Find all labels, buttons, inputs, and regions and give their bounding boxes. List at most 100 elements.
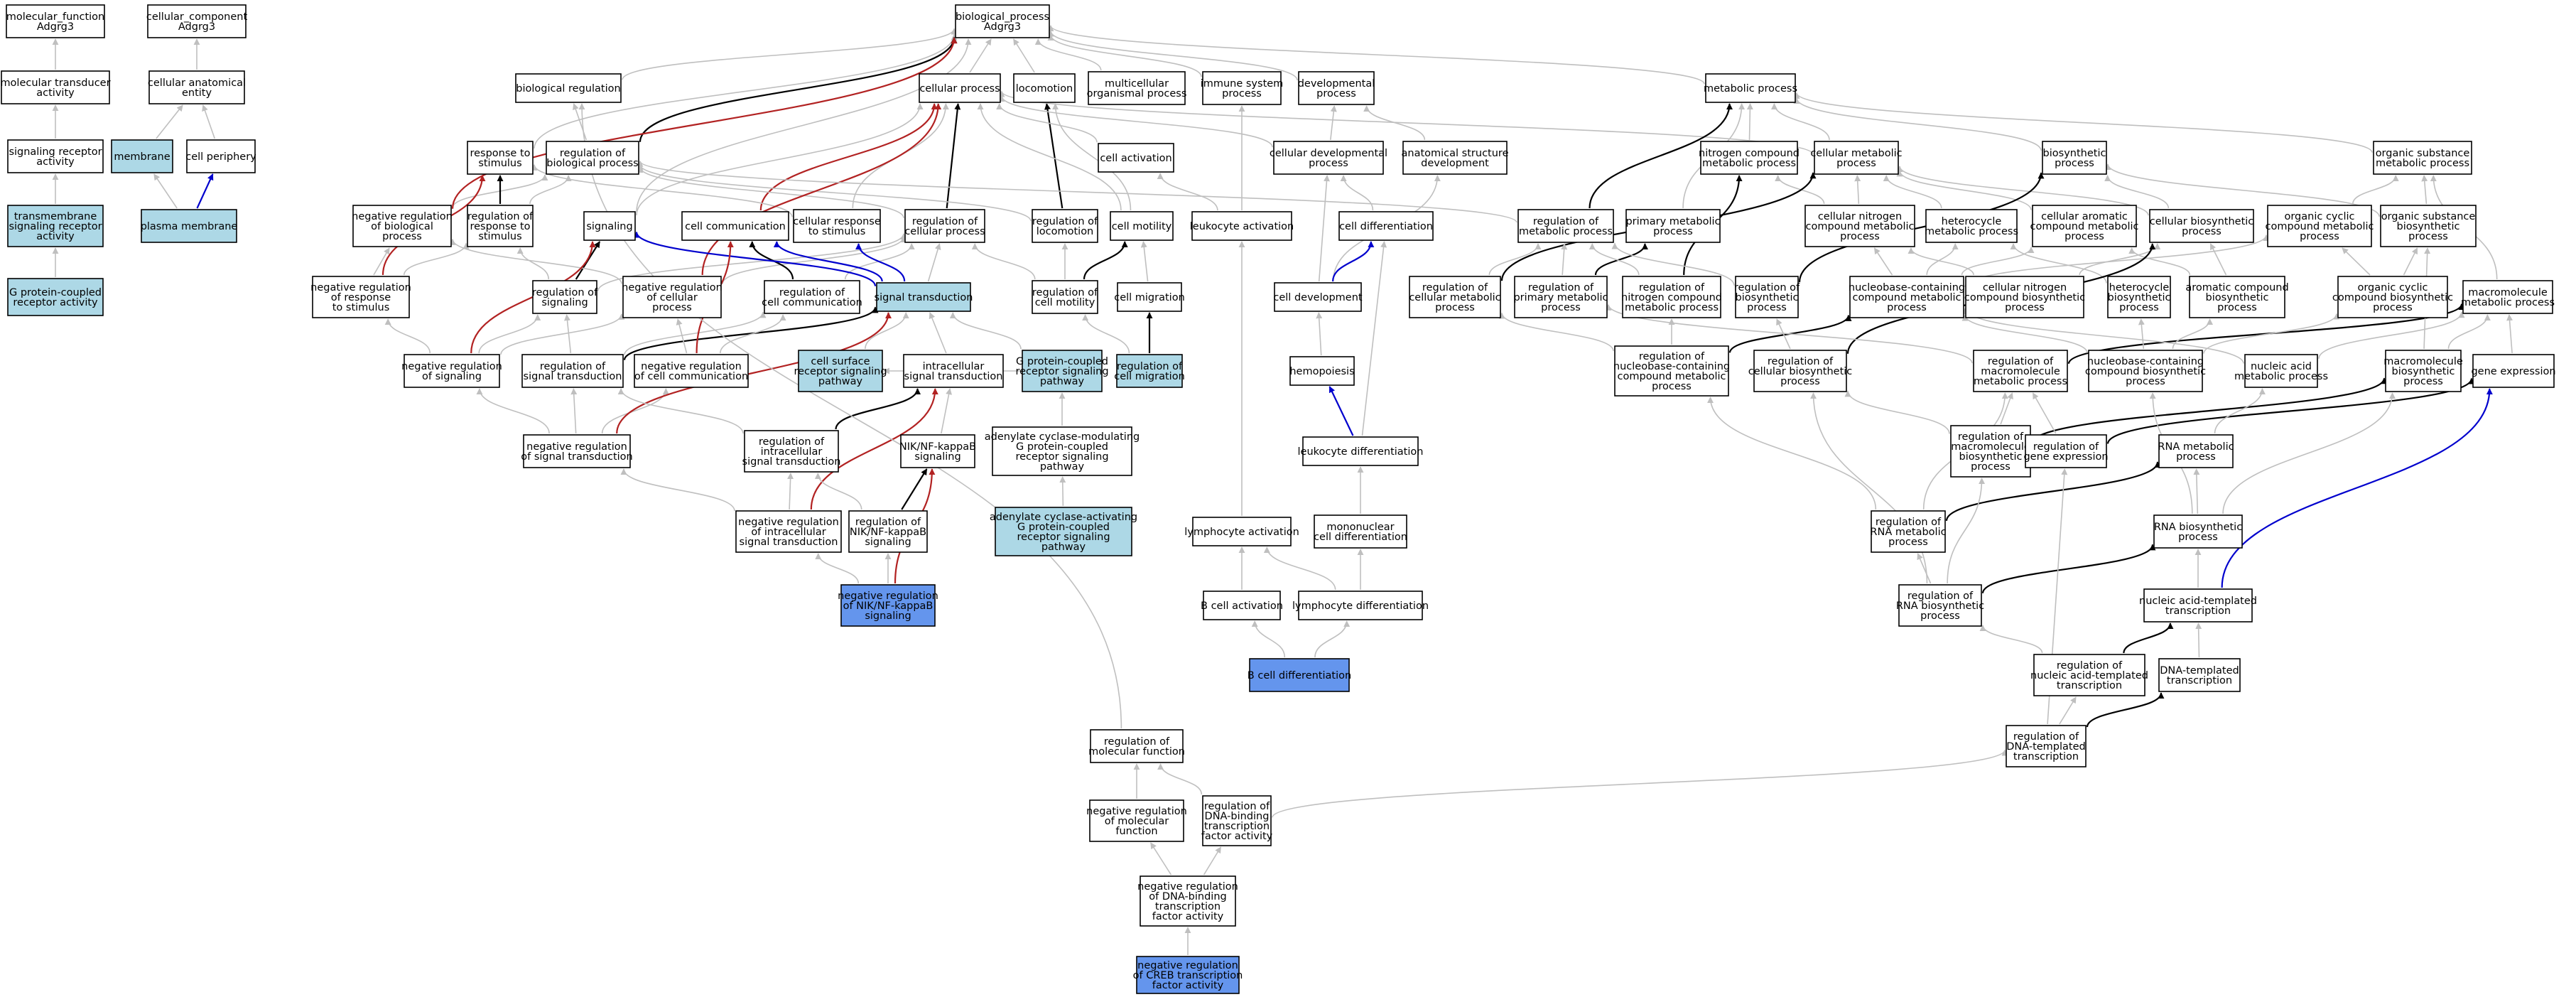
go-term-node-hemopoiesis[interactable]: hemopoiesis	[1289, 356, 1355, 386]
go-term-node-cell-migration[interactable]: cell migration	[1114, 282, 1185, 312]
go-term-node-cell-comm[interactable]: cell communication	[681, 211, 789, 241]
go-term-node-cell-diff[interactable]: cell differentiation	[1338, 211, 1434, 241]
go-term-node-lymph-act[interactable]: lymphocyte activation	[1184, 517, 1299, 546]
go-term-node-plasma-membrane[interactable]: plasma membrane	[141, 209, 238, 243]
go-term-node-metab[interactable]: metabolic process	[1704, 73, 1797, 103]
go-term-node-sig-trans[interactable]: signal transduction	[875, 282, 973, 312]
go-term-node-bcell-act[interactable]: B cell activation	[1201, 591, 1283, 620]
go-term-node-cell-proc[interactable]: cellular process	[919, 73, 1001, 103]
go-term-node-locomotion[interactable]: locomotion	[1013, 73, 1076, 103]
go-term-node-leuk-act[interactable]: leukocyte activation	[1190, 211, 1294, 241]
go-term-node-cell-periphery[interactable]: cell periphery	[185, 139, 256, 173]
go-term-node-gene-expr[interactable]: gene expression	[2471, 354, 2556, 388]
go-term-node-cell-motility[interactable]: cell motility	[1110, 211, 1174, 241]
go-term-node-leuk-diff[interactable]: leukocyte differentiation	[1298, 436, 1424, 466]
go-term-node-bio-reg[interactable]: biological regulation	[515, 73, 622, 103]
go-term-node-cell-act[interactable]: cell activation	[1098, 143, 1174, 173]
go-term-node-membrane[interactable]: membrane	[111, 139, 173, 173]
go-term-node-bcell-diff[interactable]: B cell differentiation	[1248, 658, 1351, 692]
go-term-node-lymph-diff[interactable]: lymphocyte differentiation	[1292, 591, 1429, 620]
